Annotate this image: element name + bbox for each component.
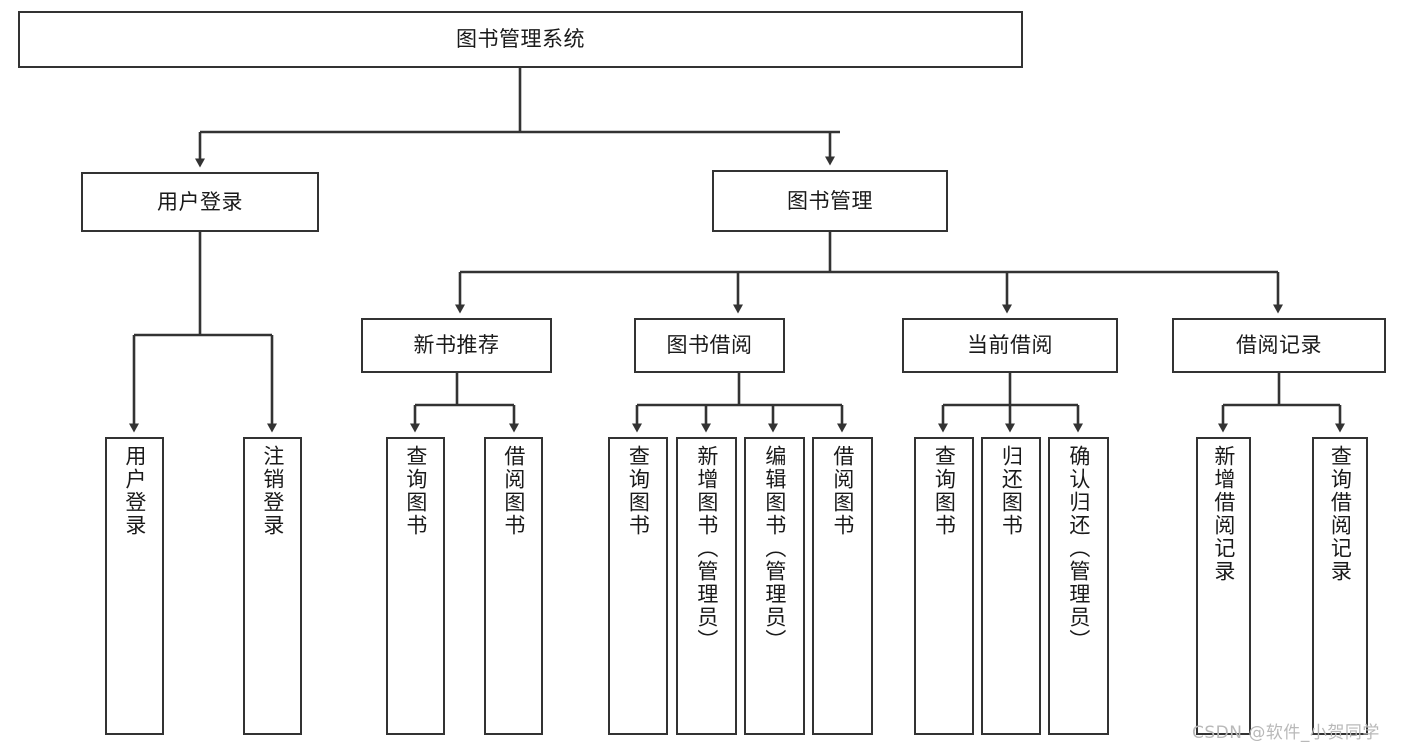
node-user-login[interactable]: 用户登录	[81, 172, 319, 232]
node-leaf-confirm-return-admin[interactable]: 确认归还（管理员）	[1048, 437, 1109, 735]
node-leaf-query-book-1[interactable]: 查询图书	[386, 437, 445, 735]
node-new-book-recommend-label: 新书推荐	[413, 333, 500, 358]
node-current-borrow[interactable]: 当前借阅	[902, 318, 1118, 373]
node-borrow-record[interactable]: 借阅记录	[1172, 318, 1386, 373]
node-book-manage[interactable]: 图书管理	[712, 170, 948, 232]
node-leaf-edit-book-admin-label: 编辑图书（管理员）	[762, 445, 787, 652]
node-leaf-add-book-admin[interactable]: 新增图书（管理员）	[676, 437, 737, 735]
node-leaf-borrow-book-1[interactable]: 借阅图书	[484, 437, 543, 735]
node-leaf-query-book-2-label: 查询图书	[626, 445, 651, 537]
node-leaf-confirm-return-admin-label: 确认归还（管理员）	[1066, 445, 1091, 652]
node-new-book-recommend[interactable]: 新书推荐	[361, 318, 552, 373]
node-leaf-add-borrow-record-label: 新增借阅记录	[1211, 445, 1236, 583]
node-leaf-user-login[interactable]: 用户登录	[105, 437, 164, 735]
node-borrow-record-label: 借阅记录	[1236, 333, 1322, 358]
node-leaf-query-book-3-label: 查询图书	[932, 445, 957, 537]
node-leaf-return-book-label: 归还图书	[999, 445, 1024, 537]
node-leaf-edit-book-admin[interactable]: 编辑图书（管理员）	[744, 437, 805, 735]
node-leaf-borrow-book-1-label: 借阅图书	[501, 445, 526, 537]
node-book-borrow-label: 图书借阅	[666, 333, 753, 358]
node-leaf-borrow-book-2[interactable]: 借阅图书	[812, 437, 873, 735]
node-leaf-add-borrow-record[interactable]: 新增借阅记录	[1196, 437, 1251, 735]
node-current-borrow-label: 当前借阅	[967, 333, 1053, 358]
node-root-label: 图书管理系统	[456, 27, 585, 52]
node-leaf-query-borrow-record-label: 查询借阅记录	[1328, 445, 1353, 583]
node-root[interactable]: 图书管理系统	[18, 11, 1023, 68]
node-leaf-user-login-label: 用户登录	[122, 445, 147, 537]
node-leaf-query-book-3[interactable]: 查询图书	[914, 437, 974, 735]
node-user-login-label: 用户登录	[157, 189, 243, 214]
node-leaf-logout-label: 注销登录	[260, 445, 285, 537]
node-leaf-query-book-1-label: 查询图书	[403, 445, 428, 537]
node-leaf-add-book-admin-label: 新增图书（管理员）	[694, 445, 719, 652]
node-leaf-logout[interactable]: 注销登录	[243, 437, 302, 735]
node-book-borrow[interactable]: 图书借阅	[634, 318, 785, 373]
csdn-watermark: CSDN @软件_小贺同学	[1192, 723, 1380, 743]
node-leaf-query-book-2[interactable]: 查询图书	[608, 437, 668, 735]
node-leaf-query-borrow-record[interactable]: 查询借阅记录	[1312, 437, 1368, 735]
node-book-manage-label: 图书管理	[787, 188, 873, 213]
node-leaf-return-book[interactable]: 归还图书	[981, 437, 1041, 735]
node-leaf-borrow-book-2-label: 借阅图书	[830, 445, 855, 537]
